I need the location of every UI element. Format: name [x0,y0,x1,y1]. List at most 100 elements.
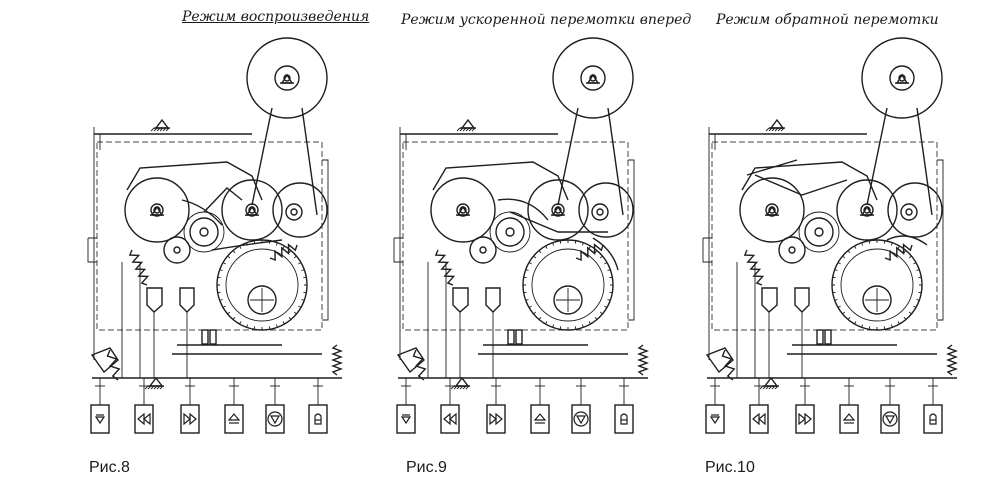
capstan-hub [860,203,874,217]
record-icon [314,413,322,425]
transport-button [90,404,110,434]
tape-path-right [916,107,933,216]
panel-title-fig10: Режим обратной перемотки [716,12,939,28]
panel-caption-fig9: Рис.9 [406,459,447,476]
panel-caption-fig10: Рис.10 [705,459,755,476]
supply-reel [246,37,328,119]
take-up-hub [862,285,892,315]
rewind-icon [137,412,151,426]
right-wheel [578,182,634,238]
play-icon [573,411,589,427]
capstan-hub [245,203,259,217]
eject-icon [842,413,856,424]
lever-ff [794,287,810,313]
link-block-1 [507,329,515,345]
take-up-hub [247,285,277,315]
left-spool-hub [150,203,164,217]
spring-brake [721,349,736,381]
transport-button [749,404,769,434]
brake-pad [90,347,119,374]
right-wheel-axle [591,203,609,221]
transport-button [705,404,725,434]
spring-brake [106,349,121,381]
drive-belt [211,239,283,251]
record-icon [620,413,628,425]
supply-reel-hub [889,65,915,91]
panel-fig8 [87,37,343,434]
eject-icon [533,413,547,424]
transport-button [308,404,328,434]
link-block-1 [201,329,209,345]
chassis-outline [711,141,938,331]
transport-button [795,404,815,434]
spring-left [434,249,456,286]
rewind-icon [443,412,457,426]
fast-forward-icon [489,412,503,426]
supply-reel [552,37,634,119]
spring-left [743,249,765,286]
transport-button [839,404,859,434]
take-up-gear [522,239,614,331]
idler-lower [778,236,806,264]
idler-lower [469,236,497,264]
spring-left [128,249,150,286]
bottom-pivot [454,376,470,387]
spring-take-up [575,243,604,262]
chassis-outline [402,141,629,331]
right-wheel-axle [900,203,918,221]
panel-fig10 [702,37,958,434]
link-block-2 [824,329,832,345]
lever-stop [761,287,778,313]
panel-fig9 [393,37,649,434]
brake-pad [396,347,425,374]
left-spool [739,177,805,243]
panel-title-fig9: Режим ускоренной перемотки вперед [401,12,692,28]
top-pivot [154,118,170,129]
transport-button [614,404,634,434]
eject-icon [227,413,241,424]
stop-icon [94,414,106,425]
lever-ff [179,287,195,313]
tape-path-left [866,107,888,206]
capstan-flywheel [836,179,898,241]
capstan-flywheel [527,179,589,241]
fast-forward-icon [183,412,197,426]
idler-small [189,217,219,247]
transport-button [571,404,591,434]
supply-reel [861,37,943,119]
panel-title-fig8: Режим воспроизведения [182,9,370,25]
transport-button [224,404,244,434]
idler-small [804,217,834,247]
lever-ff [485,287,501,313]
transport-button [440,404,460,434]
take-up-gear [216,239,308,331]
record-icon [929,413,937,425]
spring-take-up [884,243,913,262]
capstan-hub [551,203,565,217]
tape-path-right [301,107,318,216]
bottom-pivot [763,376,779,387]
transport-button [923,404,943,434]
spring-brake [412,349,427,381]
link-block-2 [209,329,217,345]
link-block-2 [515,329,523,345]
transport-button [396,404,416,434]
transport-button [880,404,900,434]
play-icon [267,411,283,427]
panel-caption-fig8: Рис.8 [89,459,130,476]
lever-stop [452,287,469,313]
capstan-flywheel [221,179,283,241]
spring-take-up [269,243,298,262]
spring-right [946,344,958,376]
link-block-1 [816,329,824,345]
left-spool-hub [456,203,470,217]
ff-arm [497,198,549,221]
play-icon [882,411,898,427]
fast-forward-icon [798,412,812,426]
idler-small [495,217,525,247]
rewind-icon [752,412,766,426]
spring-right [637,344,649,376]
transport-button [530,404,550,434]
transport-button [486,404,506,434]
transport-button [180,404,200,434]
